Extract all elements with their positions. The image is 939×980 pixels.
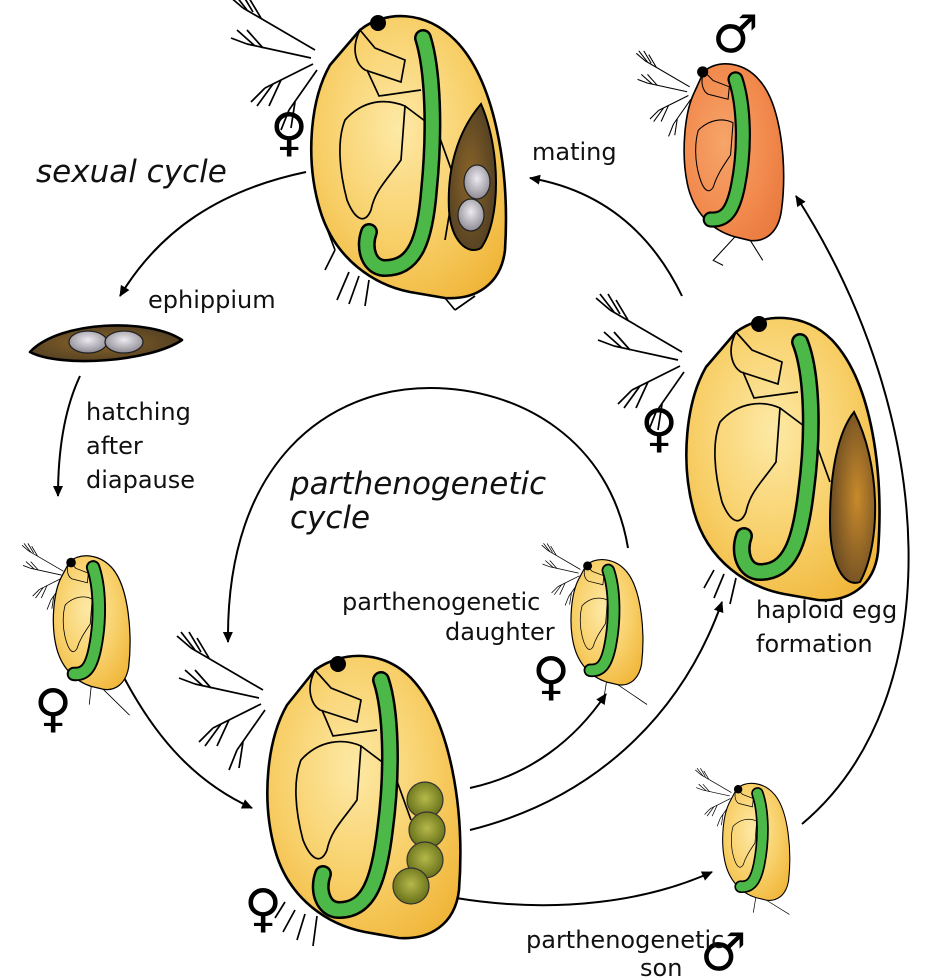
arrow-female-to-ephippium xyxy=(120,172,306,296)
daphnia-female-haploid-egg-formation xyxy=(596,294,879,604)
female-symbol-haploid: ♀ xyxy=(640,399,678,459)
label-sexual-cycle: sexual cycle xyxy=(36,154,227,190)
female-symbol-top: ♀ xyxy=(270,103,308,163)
label-hatching-line2: after xyxy=(86,432,143,460)
daphnia-male xyxy=(636,51,783,266)
label-hatching-line3: diapause xyxy=(86,466,195,494)
arrow-to-son xyxy=(456,872,712,905)
label-parthenogenetic-cycle-line1: parthenogenetic xyxy=(289,466,546,502)
label-son-line1: parthenogenetic xyxy=(526,926,724,954)
ephippium-icon xyxy=(30,325,182,361)
label-parthenogenetic-cycle-line2: cycle xyxy=(290,500,370,536)
daphnia-parthenogenetic-son xyxy=(695,768,789,914)
label-son-line2: son xyxy=(640,954,682,980)
label-haploid-line2: formation xyxy=(756,630,873,658)
label-ephippium: ephippium xyxy=(148,286,276,314)
label-mating: mating xyxy=(532,138,617,166)
label-haploid-line1: haploid egg xyxy=(756,596,897,624)
arrow-haploid-to-mating xyxy=(530,178,682,296)
label-daughter-line1: parthenogenetic xyxy=(342,588,540,616)
label-hatching-line1: hatching xyxy=(86,398,191,426)
female-symbol-daughter: ♀ xyxy=(532,647,570,707)
female-symbol-center: ♀ xyxy=(244,879,282,939)
female-symbol-left: ♀ xyxy=(34,679,72,739)
arrow-juvenile-to-brood-female xyxy=(118,666,252,808)
arrow-ephippium-to-juvenile xyxy=(58,376,80,496)
arrow-to-daughter xyxy=(470,694,606,788)
label-daughter-line2: daughter xyxy=(445,618,555,646)
male-symbol-top: ♂ xyxy=(712,5,759,65)
